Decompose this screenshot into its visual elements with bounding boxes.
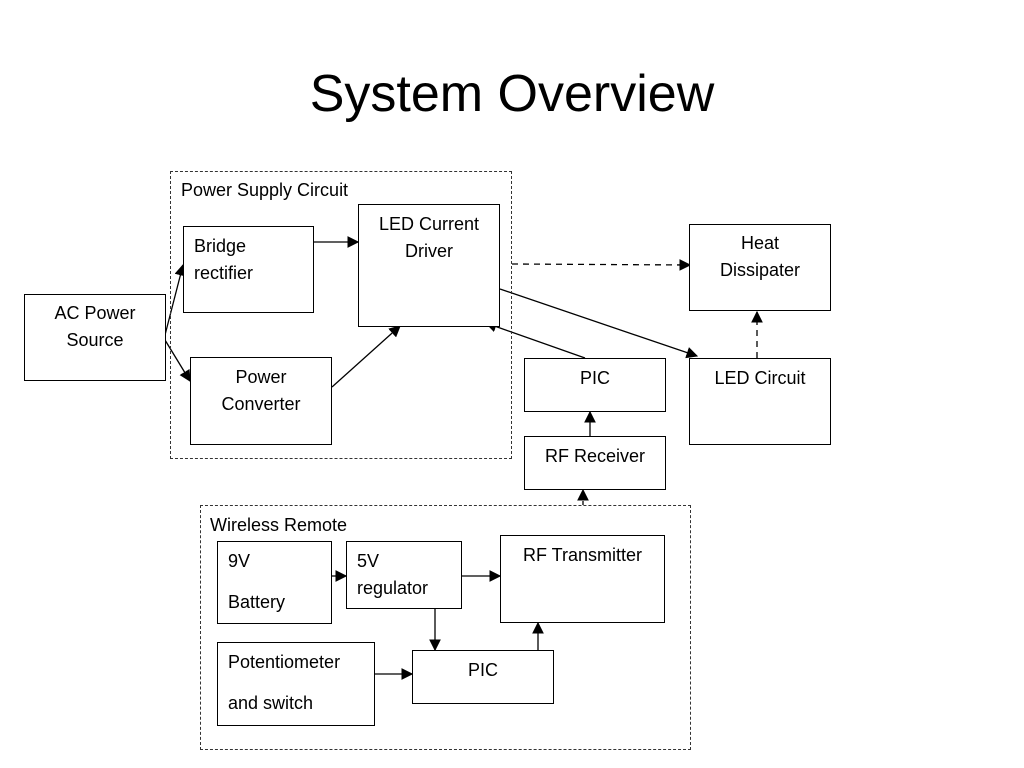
wireless-remote-group-label: Wireless Remote — [210, 515, 348, 535]
ac-power-source-line2: Source — [66, 330, 124, 350]
pic-receiver-side-block: PIC — [524, 358, 666, 412]
slide-title: System Overview — [309, 65, 715, 123]
regulator-5v-line2: regulator — [357, 578, 429, 598]
heat-dissipater-line1: Heat — [740, 233, 780, 253]
power-converter-line1: Power — [235, 367, 287, 387]
potentiometer-switch-line1: Potentiometer — [228, 652, 341, 672]
ac-power-source-block: AC Power Source — [24, 294, 166, 381]
battery-9v-block: 9V Battery — [217, 541, 332, 624]
power-converter-line2: Converter — [221, 394, 301, 414]
pic-remote-side-block: PIC — [412, 650, 554, 704]
potentiometer-switch-line2: and switch — [228, 693, 314, 713]
led-current-driver-block: LED Current Driver — [358, 204, 500, 327]
battery-9v-line2: Battery — [228, 592, 286, 612]
ac-power-source-line1: AC Power — [54, 303, 136, 323]
arrow-driver-to-heat — [511, 259, 692, 271]
power-converter-block: Power Converter — [190, 357, 332, 445]
led-current-driver-line2: Driver — [405, 241, 453, 261]
heat-dissipater-block: Heat Dissipater — [689, 224, 831, 311]
bridge-rectifier-line2: rectifier — [194, 263, 254, 283]
arrow-ac-to-bridge — [164, 263, 187, 336]
pic-remote-side-label: PIC — [467, 660, 498, 680]
led-current-driver-line1: LED Current — [378, 214, 480, 234]
bridge-rectifier-line1: Bridge — [194, 236, 247, 256]
rf-transmitter-label: RF Transmitter — [522, 545, 642, 565]
power-supply-group-label: Power Supply Circuit — [181, 180, 349, 200]
wireless-remote-group — [200, 505, 691, 750]
pic-receiver-side-label: PIC — [579, 368, 610, 388]
bridge-rectifier-block: Bridge rectifier — [183, 226, 314, 313]
power-supply-group — [170, 171, 512, 459]
arrow-pic-to-driver — [484, 320, 586, 359]
rf-transmitter-block: RF Transmitter — [500, 535, 665, 623]
regulator-5v-line1: 5V — [357, 551, 380, 571]
rf-receiver-label: RF Receiver — [544, 446, 646, 466]
led-circuit-block: LED Circuit — [689, 358, 831, 445]
heat-dissipater-line2: Dissipater — [719, 260, 801, 280]
regulator-5v-block: 5V regulator — [346, 541, 462, 609]
arrow-driver-to-led-circuit — [499, 288, 699, 359]
rf-receiver-block: RF Receiver — [524, 436, 666, 490]
arrow-ac-to-converter — [164, 339, 191, 382]
battery-9v-line1: 9V — [228, 551, 251, 571]
arrow-converter-to-driver — [331, 325, 401, 388]
potentiometer-switch-block: Potentiometer and switch — [217, 642, 375, 726]
led-circuit-label: LED Circuit — [714, 368, 806, 388]
